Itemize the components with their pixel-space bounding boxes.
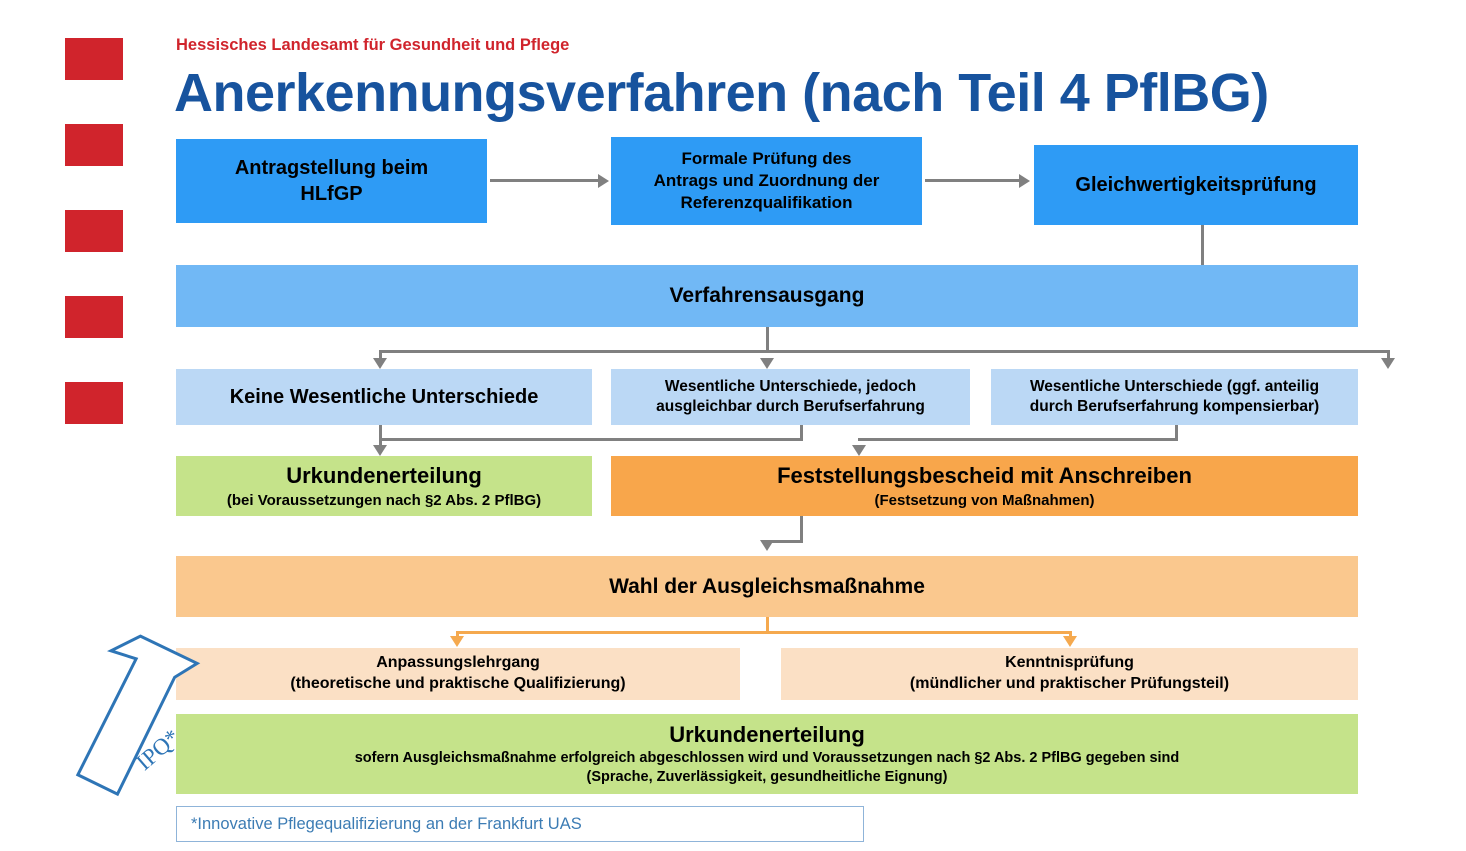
box-gleichwertigkeitspruefung-line1: Gleichwertigkeitsprüfung: [1075, 174, 1317, 196]
arrowhead-to-kompensierbar: [1381, 358, 1395, 369]
box-kenntnispruefung[interactable]: Kenntnisprüfung (mündlicher und praktisc…: [781, 648, 1358, 700]
box-wahl-line1: Wahl der Ausgleichsmaßnahme: [609, 574, 925, 598]
box-verfahrensausgang[interactable]: Verfahrensausgang: [176, 265, 1358, 327]
organisation-label: Hessisches Landesamt für Gesundheit und …: [176, 36, 570, 54]
connector-verfahrensausgang-stem: [766, 327, 769, 353]
box-wesentliche-unterschiede-kompensierbar-line1: Wesentliche Unterschiede (ggf. anteilig: [1029, 377, 1320, 395]
arrowhead-to-urkundenerteilung-1: [373, 445, 387, 456]
box-feststellungsbescheid-line1: Feststellungsbescheid mit Anschreiben: [777, 462, 1192, 488]
box-formale-pruefung-line1: Formale Prüfung des: [681, 148, 852, 168]
connector-formale-to-gleichwertigkeit: [925, 179, 1021, 182]
box-verfahrensausgang-line1: Verfahrensausgang: [669, 284, 865, 308]
box-urkundenerteilung-1-line2: (bei Voraussetzungen nach §2 Abs. 2 PflB…: [226, 491, 542, 509]
arrowhead-to-ausgleichbar: [760, 358, 774, 369]
box-wesentliche-unterschiede-kompensierbar[interactable]: Wesentliche Unterschiede (ggf. anteilig …: [991, 369, 1358, 425]
page-title: Anerkennungsverfahren (nach Teil 4 PflBG…: [174, 63, 1269, 123]
box-feststellungsbescheid[interactable]: Feststellungsbescheid mit Anschreiben (F…: [611, 456, 1358, 516]
connector-ausgleichbar-down: [800, 425, 803, 440]
box-urkundenerteilung-1-line1: Urkundenerteilung: [286, 462, 482, 488]
box-wesentliche-unterschiede-ausgleichbar[interactable]: Wesentliche Unterschiede, jedoch ausglei…: [611, 369, 970, 425]
box-gleichwertigkeitspruefung[interactable]: Gleichwertigkeitsprüfung: [1034, 145, 1358, 225]
connector-wahl-stem: [766, 617, 769, 634]
connector-branch-right: [1387, 350, 1390, 362]
connector-verfahrensausgang-bus: [379, 350, 1390, 353]
connector-antragstellung-to-formale: [490, 179, 600, 182]
red-square-marker-1: [65, 38, 123, 80]
connector-branch-left: [379, 350, 382, 362]
red-square-marker-5: [65, 382, 123, 424]
box-kenntnispruefung-line2: (mündlicher und praktischer Prüfungsteil…: [909, 675, 1230, 692]
box-urkundenerteilung-final[interactable]: Urkundenerteilung sofern Ausgleichsmaßna…: [176, 714, 1358, 794]
footnote-text: *Innovative Pflegequalifizierung an der …: [191, 814, 582, 833]
red-square-marker-2: [65, 124, 123, 166]
connector-feststellung-down: [800, 516, 803, 543]
connector-gleichwertigkeit-down: [1201, 225, 1204, 272]
connector-wahl-branch-left: [456, 631, 459, 639]
red-square-marker-4: [65, 296, 123, 338]
box-keine-wesentliche-unterschiede[interactable]: Keine Wesentliche Unterschiede: [176, 369, 592, 425]
footnote-box[interactable]: *Innovative Pflegequalifizierung an der …: [176, 806, 864, 842]
box-urkundenerteilung-final-line1: Urkundenerteilung: [669, 721, 865, 747]
box-kenntnispruefung-line1: Kenntnisprüfung: [1005, 654, 1134, 672]
ipq-arrow-group[interactable]: IPQ*: [48, 625, 258, 810]
box-wesentliche-unterschiede-kompensierbar-line2: durch Berufserfahrung kompensierbar): [1029, 398, 1320, 415]
box-urkundenerteilung-1[interactable]: Urkundenerteilung (bei Voraussetzungen n…: [176, 456, 592, 516]
box-formale-pruefung[interactable]: Formale Prüfung des Antrags und Zuordnun…: [611, 137, 922, 225]
box-formale-pruefung-line2: Antrags und Zuordnung der: [653, 170, 880, 190]
red-square-marker-3: [65, 210, 123, 252]
arrowhead-to-anpassungslehrgang: [450, 636, 464, 647]
arrowhead-to-feststellungsbescheid: [852, 445, 866, 456]
box-feststellungsbescheid-line2: (Festsetzung von Maßnahmen): [874, 491, 1095, 509]
box-formale-pruefung-line3: Referenzqualifikation: [680, 193, 853, 213]
arrowhead-to-formale: [598, 174, 609, 188]
box-anpassungslehrgang[interactable]: Anpassungslehrgang (theoretische und pra…: [176, 648, 740, 700]
arrowhead-to-kenntnispruefung: [1063, 636, 1077, 647]
box-anpassungslehrgang-line1: Anpassungslehrgang: [376, 654, 540, 672]
connector-wahl-bus: [456, 631, 1072, 634]
box-wesentliche-unterschiede-ausgleichbar-line2: ausgleichbar durch Berufserfahrung: [656, 398, 925, 415]
box-antragstellung[interactable]: Antragstellung beim HLfGP: [176, 139, 487, 223]
box-keine-wesentliche-unterschiede-line1: Keine Wesentliche Unterschiede: [229, 386, 539, 408]
box-antragstellung-line1: Antragstellung beim: [234, 157, 429, 179]
arrowhead-to-wahl: [760, 540, 774, 551]
box-antragstellung-line2: HLfGP: [300, 183, 363, 205]
connector-kompensierbar-down: [1175, 425, 1178, 440]
arrowhead-to-keine-unterschiede: [373, 358, 387, 369]
box-urkundenerteilung-final-line2: sofern Ausgleichsmaßnahme erfolgreich ab…: [354, 750, 1180, 767]
connector-kompensierbar-left: [858, 438, 1178, 441]
connector-ausgleichbar-to-urkunde: [379, 438, 803, 441]
box-anpassungslehrgang-line2: (theoretische und praktische Qualifizier…: [290, 675, 626, 692]
arrowhead-to-gleichwertigkeit: [1019, 174, 1030, 188]
connector-feststellung-left: [766, 540, 803, 543]
box-wesentliche-unterschiede-ausgleichbar-line1: Wesentliche Unterschiede, jedoch: [664, 377, 917, 395]
connector-wahl-branch-right: [1069, 631, 1072, 639]
ipq-arrow-icon: [75, 634, 201, 797]
box-wahl-der-ausgleichsmassnahme[interactable]: Wahl der Ausgleichsmaßnahme: [176, 556, 1358, 617]
box-urkundenerteilung-final-line3: (Sprache, Zuverlässigkeit, gesundheitlic…: [586, 769, 948, 786]
